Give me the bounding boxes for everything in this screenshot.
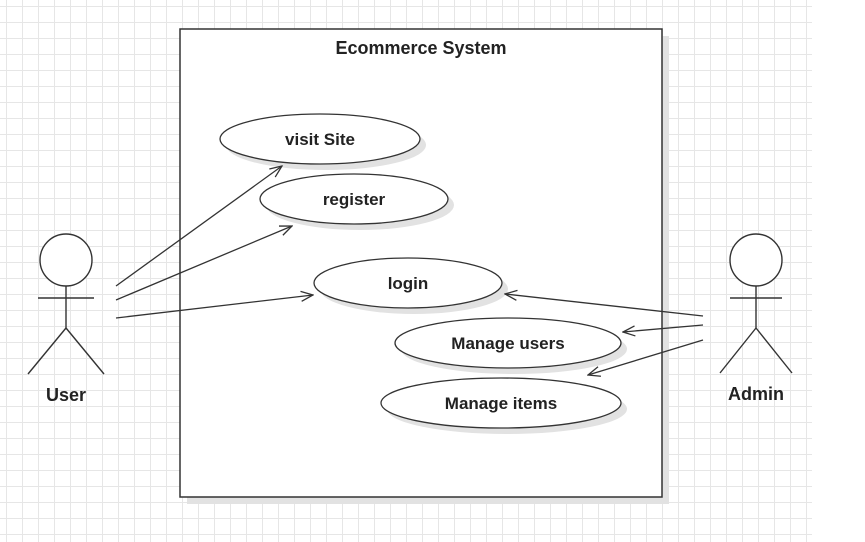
use-case-register[interactable]: register	[259, 173, 454, 230]
use-case-ellipse	[394, 317, 622, 369]
admin-stick-figure-icon	[719, 233, 793, 374]
use-case-label: Manage users	[451, 334, 564, 353]
actor-label: Admin	[728, 384, 784, 404]
user-stick-figure-icon	[27, 233, 105, 375]
use-case-ellipse	[219, 113, 421, 165]
association-admin-login[interactable]	[505, 294, 704, 317]
use-case-manage-items[interactable]: Manage items	[380, 377, 627, 434]
use-case-ellipse	[380, 377, 622, 429]
use-case-label: login	[388, 274, 429, 293]
actor-user[interactable]: User	[27, 233, 105, 405]
association-admin-manage-items[interactable]	[588, 339, 704, 375]
use-case-login[interactable]: login	[313, 257, 508, 314]
use-case-label: visit Site	[285, 130, 355, 149]
use-case-label: register	[323, 190, 386, 209]
system-title: Ecommerce System	[335, 38, 506, 58]
actor-admin[interactable]: Admin	[719, 233, 793, 404]
association-user-register[interactable]	[115, 226, 292, 301]
use-case-ellipse	[259, 173, 449, 225]
use-case-label: Manage items	[445, 394, 557, 413]
association-user-login[interactable]	[115, 295, 313, 319]
association-user-visit-site[interactable]	[115, 166, 282, 287]
use-case-ellipse	[313, 257, 503, 309]
actor-label: User	[46, 385, 86, 405]
association-admin-manage-users[interactable]	[623, 324, 704, 332]
use-case-visit-site[interactable]: visit Site	[219, 113, 426, 170]
use-case-manage-users[interactable]: Manage users	[394, 317, 627, 374]
